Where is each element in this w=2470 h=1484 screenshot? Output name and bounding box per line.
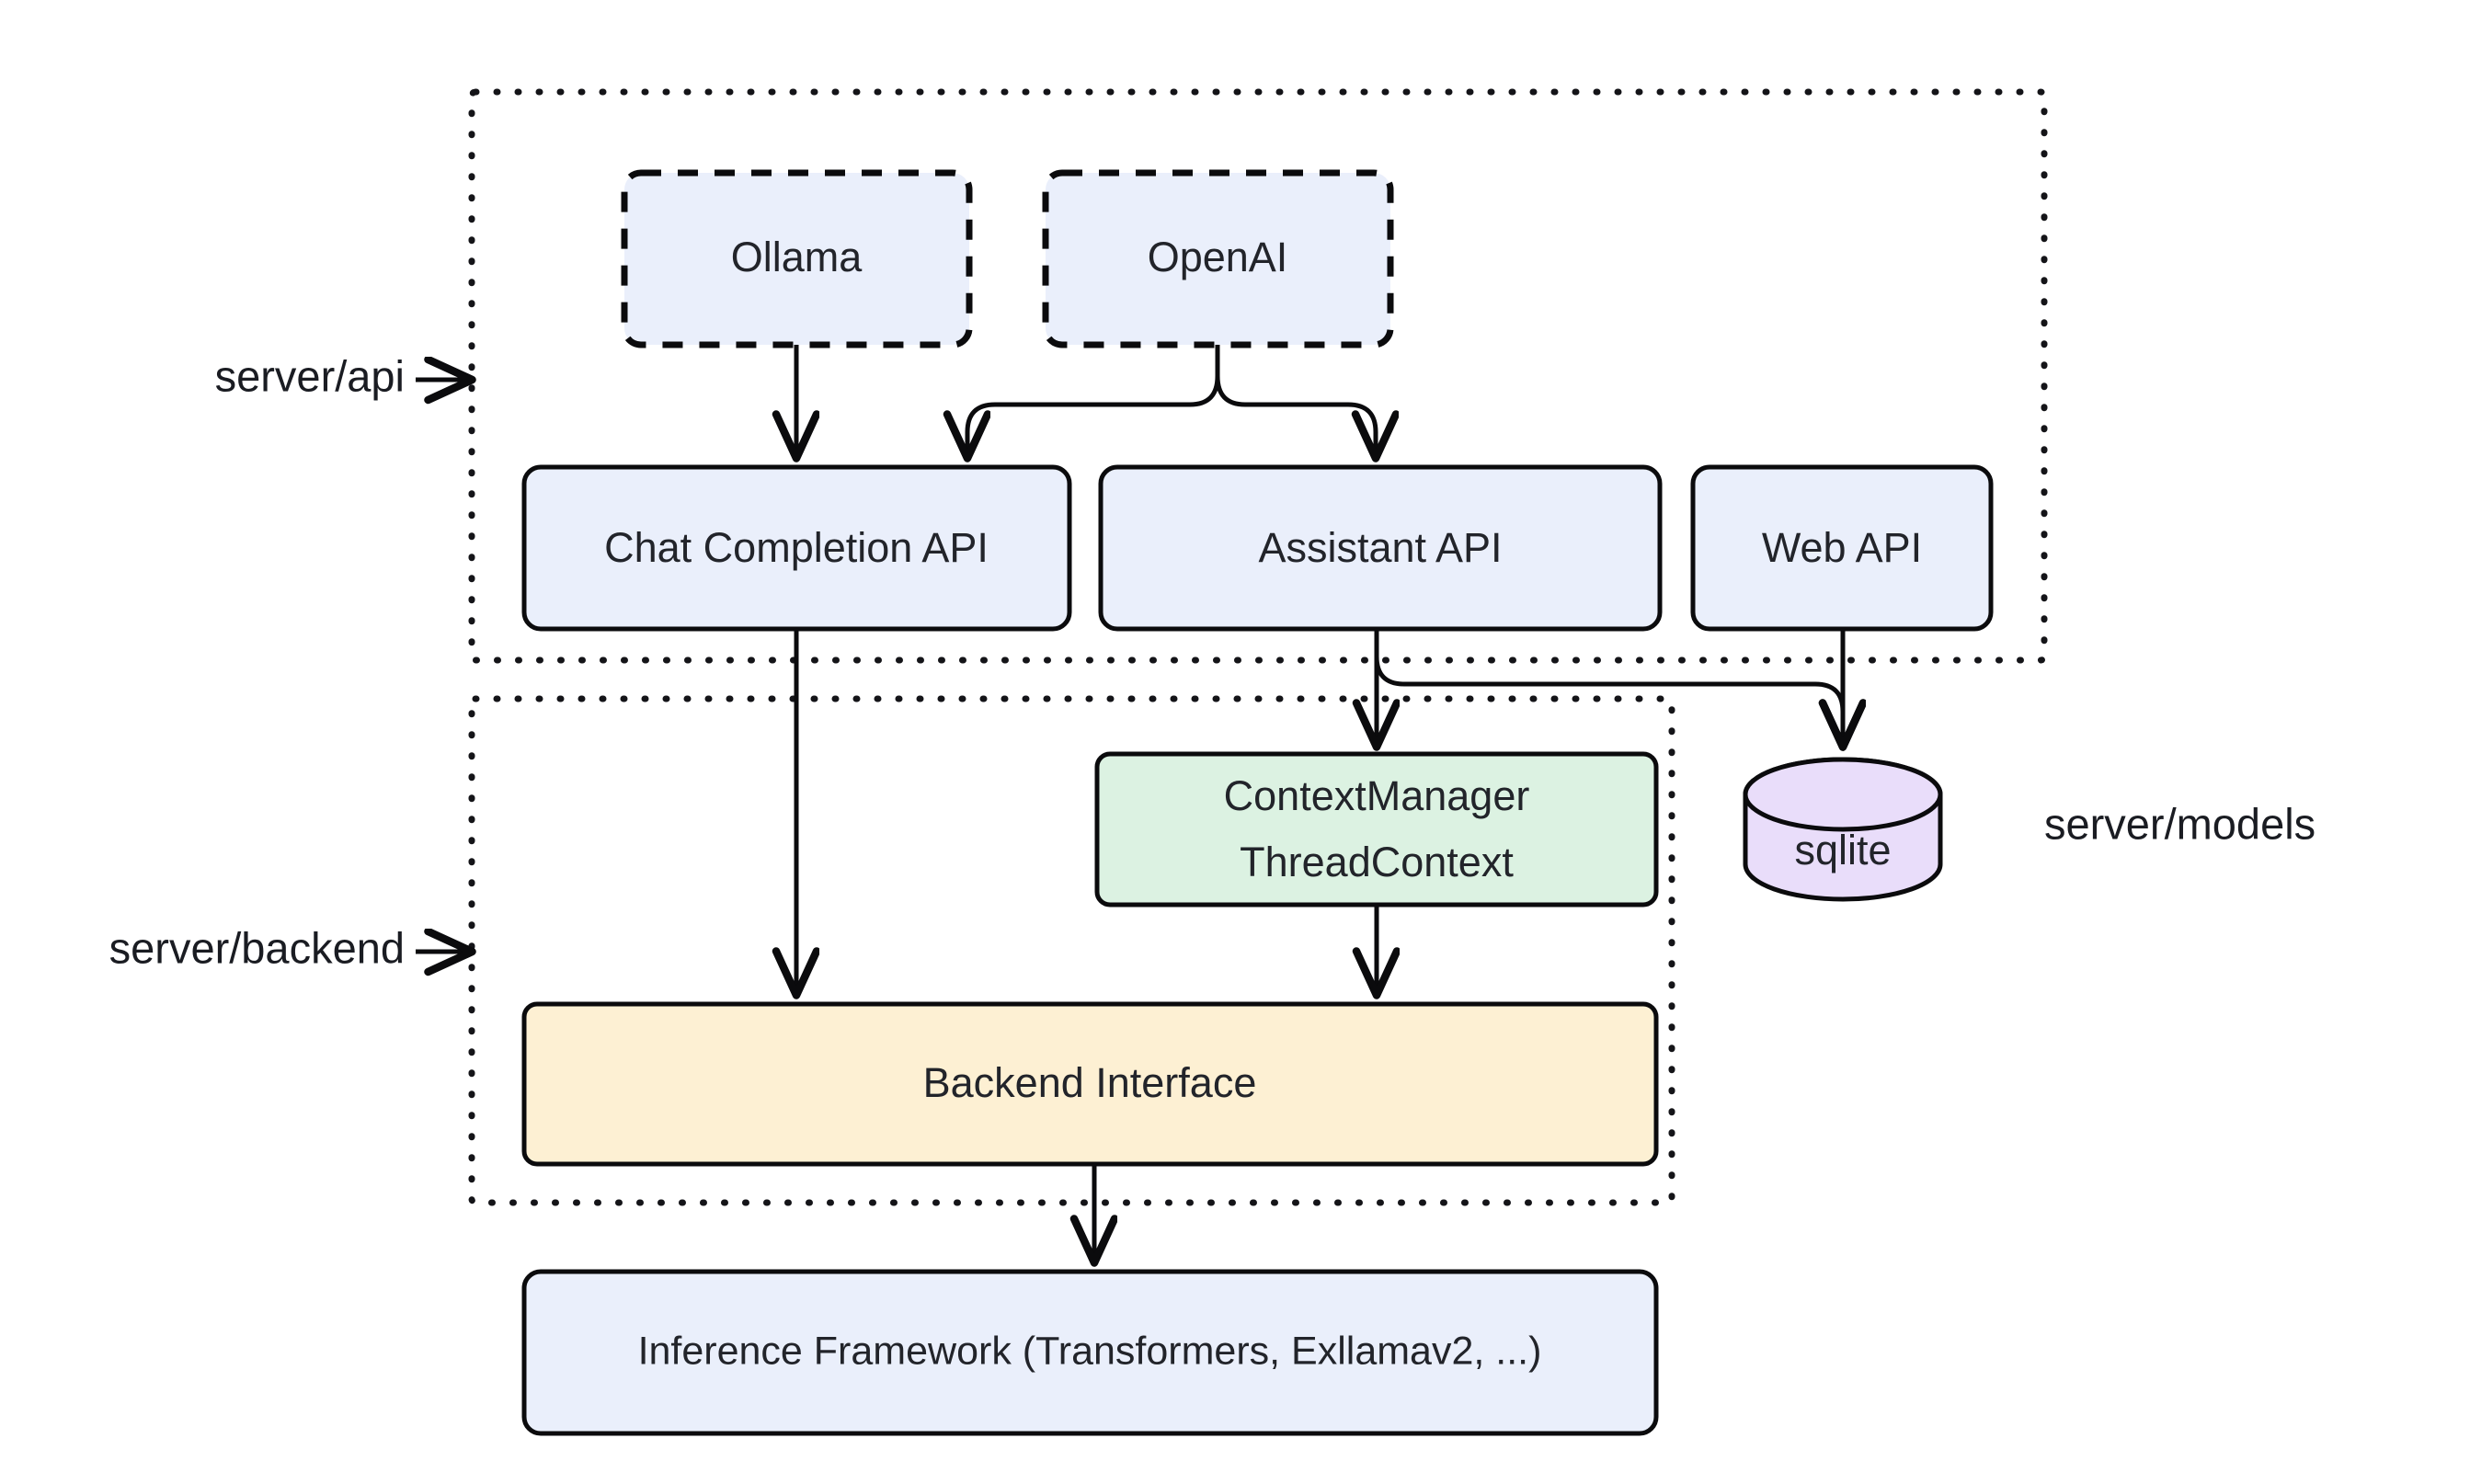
edge-layer (796, 345, 1843, 1262)
group-server-models: server/models (2044, 799, 2316, 848)
node-inference-framework-label: Inference Framework (Transformers, Exlla… (638, 1329, 1542, 1373)
node-backend-interface[interactable]: Backend Interface (521, 1001, 1659, 1167)
node-contextmanager-label-line1: ContextManager (1224, 772, 1530, 819)
node-backend-interface-label: Backend Interface (923, 1059, 1257, 1106)
node-ollama-shape[interactable] (621, 169, 973, 348)
node-sqlite[interactable]: sqlite (1743, 757, 1943, 902)
group-box-server-api (468, 88, 2048, 664)
node-contextmanager-shape[interactable] (1094, 751, 1659, 908)
group-label-server-models: server/models (2044, 799, 2316, 848)
edge-openai-to-chat-completion-api (967, 375, 1220, 458)
node-backend-interface-shape[interactable] (521, 1001, 1659, 1167)
group-server-backend: server/backend (109, 695, 1675, 1206)
node-web-api[interactable]: Web API (1690, 464, 1994, 632)
node-openai-label: OpenAI (1148, 234, 1288, 280)
node-contextmanager-label-line2: ThreadContext (1240, 839, 1514, 885)
node-ollama[interactable]: Ollama (621, 169, 973, 348)
node-chat-completion-api-shape[interactable] (521, 464, 1072, 632)
node-contextmanager[interactable]: ContextManager ThreadContext (1094, 751, 1659, 908)
node-chat-completion-api-label: Chat Completion API (604, 524, 989, 571)
node-web-api-label: Web API (1762, 524, 1922, 571)
group-box-server-backend (468, 695, 1675, 1206)
node-openai-shape[interactable] (1042, 169, 1394, 348)
group-server-api: server/api (215, 88, 2048, 664)
node-assistant-api-shape[interactable] (1098, 464, 1663, 632)
node-sqlite-label: sqlite (1794, 827, 1891, 873)
group-label-server-api: server/api (215, 351, 405, 400)
edge-assistant-api-to-sqlite (1374, 656, 1843, 747)
group-label-server-backend: server/backend (109, 923, 405, 972)
node-assistant-api[interactable]: Assistant API (1098, 464, 1663, 632)
node-sqlite-top-ellipse (1743, 757, 1943, 832)
node-inference-framework-shape[interactable] (521, 1269, 1659, 1436)
node-assistant-api-label: Assistant API (1258, 524, 1502, 571)
node-ollama-label: Ollama (731, 234, 863, 280)
node-chat-completion-api[interactable]: Chat Completion API (521, 464, 1072, 632)
node-inference-framework[interactable]: Inference Framework (Transformers, Exlla… (521, 1269, 1659, 1436)
node-web-api-shape[interactable] (1690, 464, 1994, 632)
edge-openai-to-assistant-api (1215, 375, 1376, 458)
node-openai[interactable]: OpenAI (1042, 169, 1394, 348)
